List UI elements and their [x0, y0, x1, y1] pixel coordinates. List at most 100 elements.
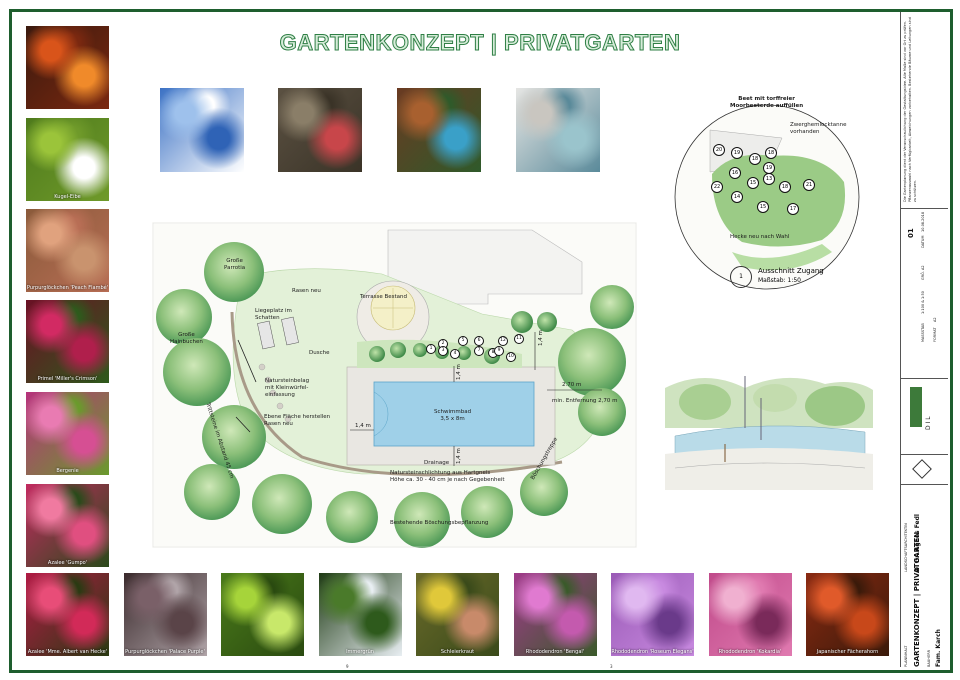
label-ebene-flaeche: Ebene Fläche herstellen Rasen neu: [264, 414, 331, 427]
left-caption: Primel 'Miller's Crimson': [37, 376, 98, 382]
bottom-photo: Azalee 'Mme. Albert van Hecke': [26, 573, 109, 656]
bottom-photo: [221, 573, 304, 656]
datum-label: DATUM: [921, 235, 925, 248]
ausschnitt-massstab: Maßstab: 1:50: [758, 277, 801, 284]
label-min-entfernung: min. Entfernung 2,70 m: [552, 398, 618, 404]
bottom-photo: Japanischer Fächerahorn: [806, 573, 889, 656]
label-rasen-neu: Rasen neu: [292, 288, 321, 294]
plan-marker: 9: [494, 346, 504, 356]
plan-marker: 11: [514, 334, 524, 344]
label-dim-14-top: 1,4 m: [456, 364, 462, 380]
titleblock-divider-1: [901, 208, 948, 209]
top-photo: [160, 88, 244, 172]
label-dim-14-right: 1,4 m: [538, 330, 544, 346]
label-boeschung: Bestehende Böschungsbepflanzung: [390, 520, 489, 526]
left-photo: [26, 26, 109, 109]
label-dim-270: 2.70 m: [562, 382, 582, 388]
label-schwimmbad: Schwimmbad 3,5 x 8m: [434, 409, 472, 422]
detail-marker: 21: [803, 179, 815, 191]
format-label: FORMAT: [933, 327, 937, 342]
detail-marker: 17: [787, 203, 799, 215]
bottom-photo: Immergrün: [318, 573, 402, 656]
label-drainage: Drainage: [424, 460, 450, 466]
left-caption: Bergenie: [56, 468, 79, 474]
plan-marker: 1: [426, 344, 436, 354]
bottom-caption: Purpurglöckchen 'Palace Purple': [125, 649, 205, 655]
massstab-value: 1:100 & 1:50: [921, 291, 925, 314]
page-title: GARTENKONZEPT | PRIVATGARTEN: [279, 30, 681, 56]
plan-number: 01: [907, 228, 915, 238]
label-natursteinbelag: Natursteinbelag mit Kleinwürfel- einfass…: [265, 378, 310, 398]
sketch-drawing: [665, 358, 873, 490]
detail-marker: 22: [711, 181, 723, 193]
bottom-photo: Rhododendron 'Bengal': [513, 573, 597, 656]
plan-marker: 12: [498, 336, 508, 346]
left-photo: Azalee 'Gumpo': [26, 484, 109, 567]
bauherr-label: BAUHERR: [927, 649, 931, 667]
bottom-caption: Japanischer Fächerahorn: [816, 649, 879, 655]
site-plan-drawing: [152, 222, 637, 548]
detail-plan: Beet mit torffreier Moorbeeterde auffüll…: [672, 96, 862, 292]
format-value: A2: [933, 317, 937, 322]
size-label: GRÖ.: [921, 271, 925, 280]
titleblock-notes: Die Gartenplanung dient der Veranschauli…: [903, 17, 917, 202]
left-photo: Primel 'Miller's Crimson': [26, 300, 109, 383]
ausschnitt-number: 1: [730, 266, 752, 288]
left-caption: Azalee 'Gumpo': [47, 560, 88, 566]
left-photo: Kugel-Eibe: [26, 118, 109, 201]
label-terrasse: Terrasse Bestand: [360, 294, 407, 300]
label-grosse-parrotia: Große Parrotia: [224, 258, 246, 271]
detail-marker: 15: [757, 201, 769, 213]
top-photo: [397, 88, 481, 172]
left-photo: Purpurglöckchen 'Peach Flambé': [26, 209, 109, 292]
detail-label-hecke: Hecke neu nach Wahl: [730, 234, 790, 240]
datum-value: 10.08.2018: [921, 211, 925, 232]
title-block: Die Gartenplanung dient der Veranschauli…: [900, 12, 948, 667]
label-dim-14-left: 1,4 m: [355, 423, 371, 429]
bottom-caption: Rhododendron 'Kokardia': [718, 649, 782, 655]
detail-marker: 18: [779, 181, 791, 193]
label-dim-14-bottom: 1,4 m: [456, 448, 462, 464]
logo-name: D I L: [925, 416, 932, 430]
bottom-caption: Schleierkraut: [440, 649, 475, 655]
bottom-photo: Rhododendron 'Kokardia': [708, 573, 792, 656]
plan-marker: 3: [438, 346, 448, 356]
detail-marker: 19: [731, 147, 743, 159]
bottom-photo: Schleierkraut: [416, 573, 499, 656]
label-hainbuchen: Große Hainbuchen: [170, 332, 203, 345]
plan-marker: 6: [474, 336, 484, 346]
detail-label-torf: Beet mit torffreier Moorbeeterde auffüll…: [730, 96, 804, 109]
detail-marker: 14: [731, 191, 743, 203]
left-caption: Kugel-Eibe: [54, 194, 81, 200]
detail-marker: 16: [729, 167, 741, 179]
titleblock-divider-2: [901, 378, 948, 379]
main-title: GARTENKONZEPT | PRIVATGARTEN: [913, 531, 921, 667]
bottom-caption: Immergrün: [346, 649, 374, 655]
compass-icon: [912, 459, 932, 479]
bottom-tick-1: 9: [346, 664, 349, 669]
titleblock-divider-4: [901, 484, 948, 485]
plan-marker: 7: [474, 346, 484, 356]
bottom-caption: Rhododendron 'Bengal': [525, 649, 585, 655]
massstab-label: MASSSTAB: [921, 323, 925, 342]
detail-label-zwerg: Zwerghemlocktanne vorhanden: [790, 122, 847, 135]
label-liegeplatz: Liegeplatz im Schatten: [255, 308, 292, 321]
site-plan: Große Parrotia Rasen neu Terrasse Bestan…: [152, 222, 637, 548]
plan-marker: 4: [450, 349, 460, 359]
titleblock-divider-3: [901, 454, 948, 455]
landschaft-label: LANDSCHAFTSARCHITEKTIN: [904, 523, 908, 572]
detail-marker: 20: [713, 144, 725, 156]
plan-marker: 10: [506, 352, 516, 362]
bottom-caption: Rhododendron 'Roseum Elegans': [611, 649, 694, 655]
client-name: Fam. Karch: [935, 629, 942, 667]
top-photo: [516, 88, 600, 172]
top-photo: [278, 88, 362, 172]
left-photo: Bergenie: [26, 392, 109, 475]
planinhalt-label: PLANINHALT: [904, 645, 908, 667]
logo-icon: [910, 387, 922, 427]
label-naturstein-schlichtung: Natursteinschlichtung aus Hartgneis Höhe…: [390, 470, 505, 483]
detail-marker: 13: [763, 173, 775, 185]
bottom-caption: Azalee 'Mme. Albert van Hecke': [27, 649, 108, 655]
size-value: A2: [921, 265, 925, 270]
plan-marker: 5: [458, 336, 468, 346]
